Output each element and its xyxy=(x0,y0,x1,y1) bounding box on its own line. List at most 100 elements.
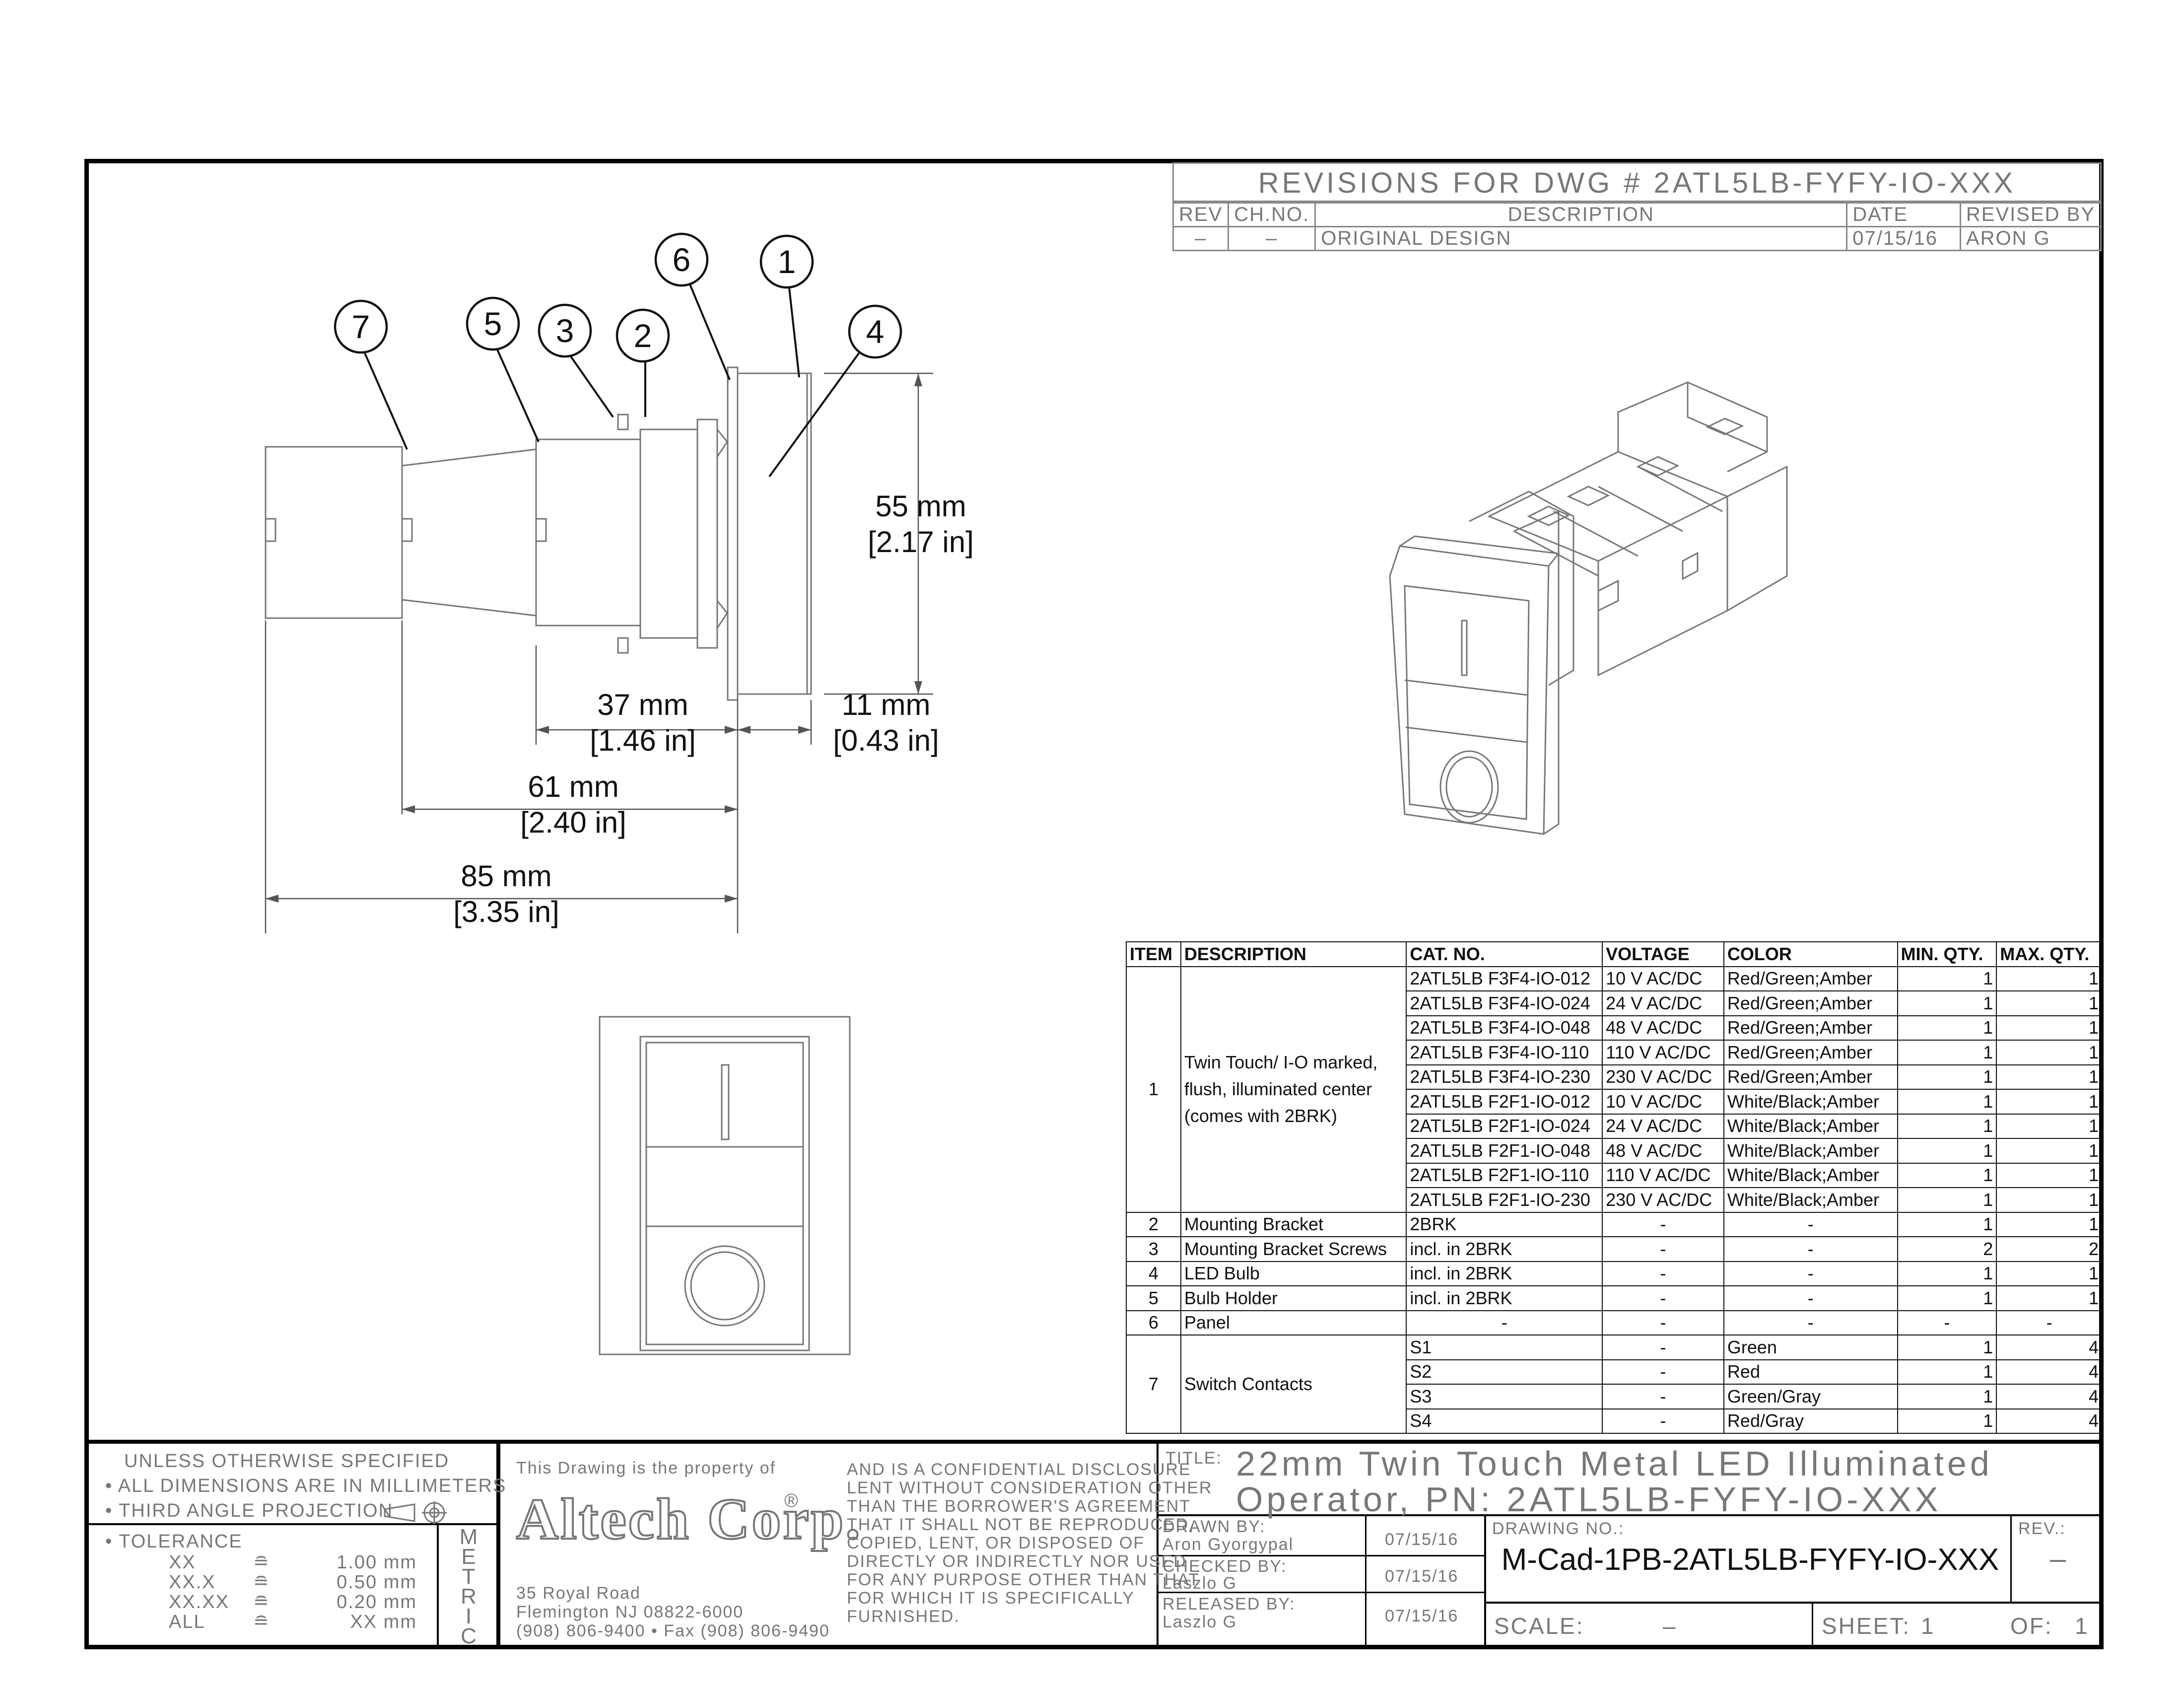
bom-max-qty: 1 xyxy=(1996,1113,2103,1139)
description-header: DESCRIPTION xyxy=(1314,202,1848,227)
bom-min-qty: 1 xyxy=(1897,990,1997,1016)
tolerance-label: • TOLERANCE xyxy=(105,1531,243,1552)
checked-date: 07/15/16 xyxy=(1385,1567,1459,1586)
balloon-4-label: 4 xyxy=(866,313,885,350)
drawn-date: 07/15/16 xyxy=(1385,1530,1459,1549)
bom-color: White/Black;Amber xyxy=(1723,1187,1898,1213)
bom-header-min-qty: MIN. QTY. xyxy=(1897,941,1997,967)
bom-header-description: DESCRIPTION xyxy=(1180,941,1407,967)
balloon-7-label: 7 xyxy=(352,308,370,345)
bom-item-number: 6 xyxy=(1126,1310,1181,1336)
front-bezel-inner xyxy=(645,1042,804,1345)
bom-color: - xyxy=(1723,1211,1898,1237)
bom-color: - xyxy=(1723,1236,1898,1262)
bom-color: Red/Gray xyxy=(1723,1408,1898,1434)
operator-iso-outline xyxy=(1389,545,1550,835)
screw-top xyxy=(617,414,629,430)
revisions-block: REVISIONS FOR DWG # 2ATL5LB-FYFY-IO-XXX … xyxy=(1172,162,2102,257)
registered-mark: ® xyxy=(784,1490,798,1511)
bom-item-number: 1 xyxy=(1126,966,1181,1213)
bom-voltage: 110 V AC/DC xyxy=(1602,1162,1724,1188)
bom-voltage: 230 V AC/DC xyxy=(1602,1064,1724,1090)
bom-min-qty: 1 xyxy=(1897,1285,1997,1311)
checked-label: CHECKED BY: xyxy=(1162,1557,1287,1576)
balloon-3 xyxy=(538,303,592,358)
dim-11-mm: 11 mm xyxy=(842,688,931,721)
balloon-6 xyxy=(654,232,709,287)
drawn-label: DRAWN BY: xyxy=(1162,1517,1266,1536)
balloon-5-label: 5 xyxy=(484,305,502,342)
bom-voltage: 110 V AC/DC xyxy=(1602,1040,1724,1065)
operator-bezel xyxy=(737,372,808,695)
description-cell: ORIGINAL DESIGN xyxy=(1314,226,1848,251)
bom-cat-no: 2ATL5LB F2F1-IO-024 xyxy=(1406,1113,1603,1139)
bom-color: Red/Green;Amber xyxy=(1723,1064,1898,1090)
bom-header-color: COLOR xyxy=(1723,941,1898,967)
bom-description: Twin Touch/ I-O marked, flush, illuminat… xyxy=(1180,966,1407,1213)
bom-min-qty: 1 xyxy=(1897,1162,1997,1188)
bom-header-item: ITEM xyxy=(1126,941,1181,967)
contact-block-top xyxy=(1487,451,1729,562)
bom-cat-no: 2ATL5LB F3F4-IO-024 xyxy=(1406,990,1603,1016)
released-label: RELEASED BY: xyxy=(1162,1595,1296,1614)
balloon-2-label: 2 xyxy=(634,317,652,354)
dim-55-mm: 55 mm xyxy=(875,490,966,523)
revisions-header-row: REV CH.NO. DESCRIPTION DATE REVISED BY xyxy=(1172,202,2102,227)
bom-description: Mounting Bracket Screws xyxy=(1180,1236,1407,1262)
company-logo: Altech Corp. xyxy=(515,1486,862,1551)
note-dimensions: • ALL DIMENSIONS ARE IN MILLIMETERS xyxy=(105,1476,507,1496)
tolerance-row: XX.XX≘0.20 mm xyxy=(169,1592,417,1613)
balloon-3-label: 3 xyxy=(556,312,574,349)
dim-85-mm: 85 mm xyxy=(461,859,551,893)
bom-voltage: 230 V AC/DC xyxy=(1602,1187,1724,1213)
property-text: This Drawing is the property of xyxy=(516,1459,776,1477)
bom-max-qty: 4 xyxy=(1996,1359,2103,1385)
leader-lines xyxy=(361,284,862,478)
bom-min-qty: 1 xyxy=(1897,1359,1997,1385)
bom-description: Bulb Holder xyxy=(1180,1285,1407,1311)
third-angle-projection-icon xyxy=(384,1501,447,1524)
rev-cell: – xyxy=(1172,226,1229,251)
bom-voltage: - xyxy=(1602,1236,1724,1262)
bom-min-qty: 1 xyxy=(1897,1113,1997,1139)
tolerance-table: XX≘1.00 mm XX.X≘0.50 mm XX.XX≘0.20 mm AL… xyxy=(169,1550,417,1634)
tolerance-row: ALL≘XX mm xyxy=(169,1612,417,1632)
title-block: UNLESS OTHERWISE SPECIFIED • ALL DIMENSI… xyxy=(84,1440,2104,1649)
bom-voltage: - xyxy=(1602,1408,1724,1434)
o-mark-inner xyxy=(690,1251,759,1321)
drawing-no-label: DRAWING NO.: xyxy=(1492,1519,1625,1538)
bom-voltage: 24 V AC/DC xyxy=(1602,990,1724,1016)
bracket-tooth-top xyxy=(716,429,728,457)
bom-description: Mounting Bracket xyxy=(1180,1211,1407,1237)
bom-max-qty: 4 xyxy=(1996,1335,2103,1360)
operator-iso-face xyxy=(1404,585,1530,820)
bom-color: Green/Gray xyxy=(1723,1384,1898,1409)
bom-color: Red/Green;Amber xyxy=(1723,966,1898,991)
address-line: (908) 806-9400 • Fax (908) 806-9490 xyxy=(516,1621,830,1640)
bom-item-number: 5 xyxy=(1126,1285,1181,1311)
contact-block-side xyxy=(1597,496,1728,677)
bom-cat-no: incl. in 2BRK xyxy=(1406,1261,1603,1286)
bom-max-qty: 1 xyxy=(1996,1138,2103,1164)
dimension-lines xyxy=(265,372,933,933)
front-view-drawing xyxy=(599,1016,851,1355)
bom-min-qty: 1 xyxy=(1897,1261,1997,1286)
bom-min-qty: 1 xyxy=(1897,966,1997,991)
bom-cat-no: 2ATL5LB F3F4-IO-110 xyxy=(1406,1040,1603,1065)
bom-item-number: 3 xyxy=(1126,1236,1181,1262)
bom-max-qty: 2 xyxy=(1996,1236,2103,1262)
bulb-holder-body xyxy=(401,448,537,617)
bom-min-qty: 1 xyxy=(1897,1187,1997,1213)
released-date: 07/15/16 xyxy=(1385,1607,1459,1625)
dim-61-in: [2.40 in] xyxy=(520,806,626,839)
